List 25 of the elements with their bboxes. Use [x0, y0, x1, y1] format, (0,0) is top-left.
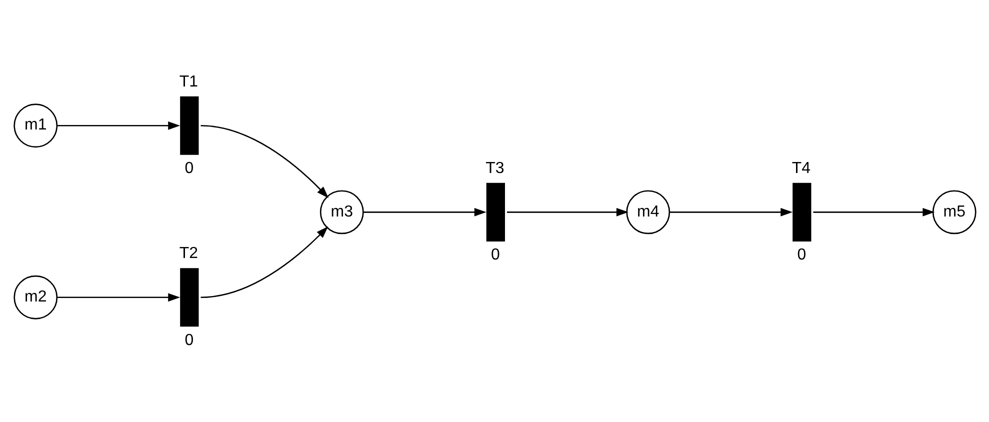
arrow: [56, 120, 180, 130]
arrow: [362, 207, 486, 216]
node-circle: m4: [626, 190, 670, 234]
node-circle: m1: [13, 103, 58, 148]
node-label: T3: [485, 160, 504, 177]
node-box: [486, 182, 504, 241]
node-circle: m2: [13, 274, 58, 319]
node-label: T4: [791, 160, 810, 177]
node-label: 0: [490, 246, 500, 264]
node-box: [792, 182, 811, 241]
node-label: T1: [178, 72, 198, 90]
node-box: [180, 268, 198, 326]
arrow: [669, 207, 792, 216]
node-box: [180, 96, 198, 154]
node-label: 0: [184, 160, 194, 177]
node-label: 0: [796, 246, 806, 264]
arrow: [56, 292, 180, 302]
node-label: 0: [184, 331, 194, 348]
arrow: [812, 207, 934, 216]
node-circle: m3: [319, 190, 364, 234]
node-label: T2: [178, 244, 198, 262]
node-circle: m5: [932, 190, 976, 234]
arrow: [506, 207, 628, 216]
arrow: [200, 124, 328, 198]
arrow: [200, 226, 328, 298]
